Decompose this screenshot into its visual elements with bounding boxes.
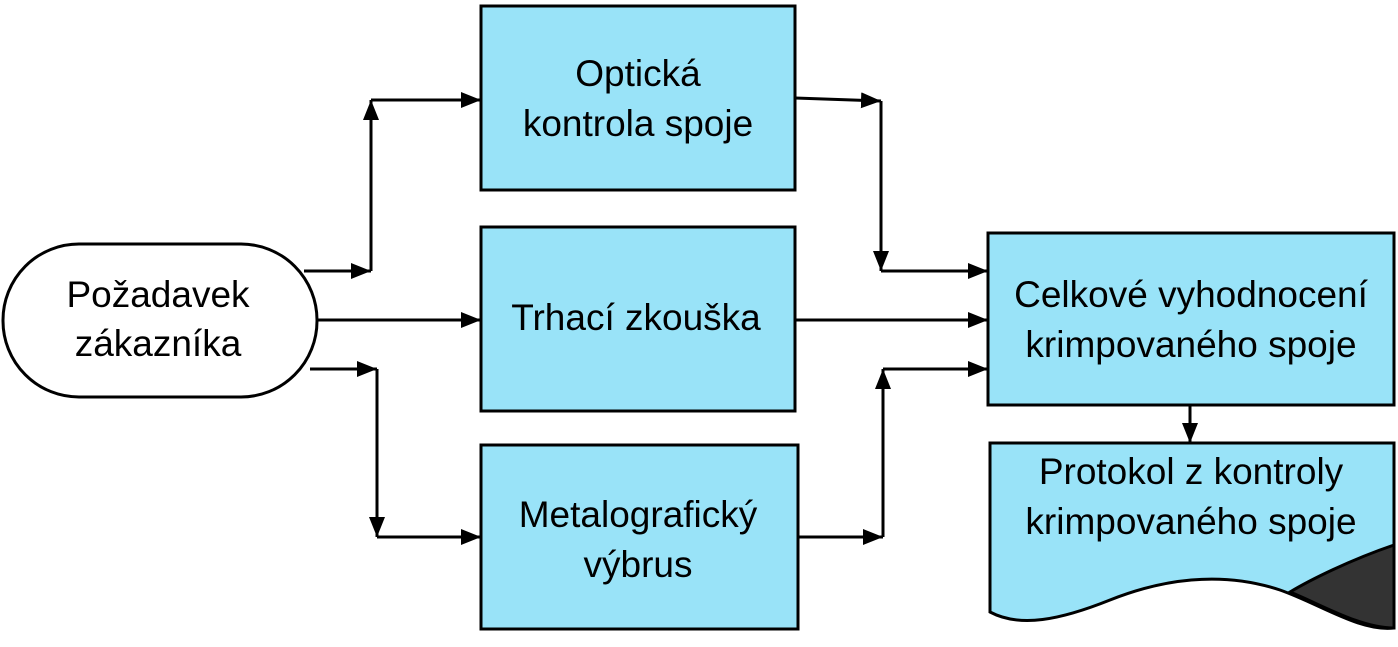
evaluation-box: Celkové vyhodnocení krimpovaného spoje [986, 231, 1396, 407]
metallographic-label-line-2: výbrus [584, 544, 693, 585]
start-label-line-2: zákazníka [75, 323, 242, 364]
tensile-test-shape [479, 225, 797, 413]
edge-optical-to-evaluation [794, 92, 882, 109]
connectors [304, 92, 1198, 545]
optical-label-line-1: Optická [575, 53, 701, 94]
evaluation-label-line-2: krimpovaného spoje [1025, 324, 1356, 365]
optical-check-shape [479, 4, 797, 192]
start-terminal: Požadavek zákazníka [1, 242, 319, 399]
protocol-label-line-1: Protokol z kontroly [1039, 451, 1344, 492]
protocol-page-curl-icon [1286, 542, 1396, 630]
start-label-line-1: Požadavek [66, 274, 250, 315]
tensile-label: Trhací zkouška [511, 297, 761, 338]
protocol-label-line-2: krimpovaného spoje [1025, 501, 1356, 542]
evaluation-label-line-1: Celkové vyhodnocení [1014, 274, 1368, 315]
start-terminal-shape [1, 242, 319, 399]
protocol-document-shape [988, 441, 1396, 630]
metallographic-shape [479, 443, 800, 631]
tensile-test-box: Trhací zkouška [479, 225, 797, 413]
metallographic-box: Metalografický výbrus [479, 443, 800, 631]
metallographic-label-line-1: Metalografický [519, 494, 758, 535]
evaluation-shape [986, 231, 1396, 407]
optical-check-box: Optická kontrola spoje [479, 4, 797, 192]
optical-label-line-2: kontrola spoje [523, 103, 753, 144]
protocol-document: Protokol z kontroly krimpovaného spoje [988, 441, 1396, 630]
